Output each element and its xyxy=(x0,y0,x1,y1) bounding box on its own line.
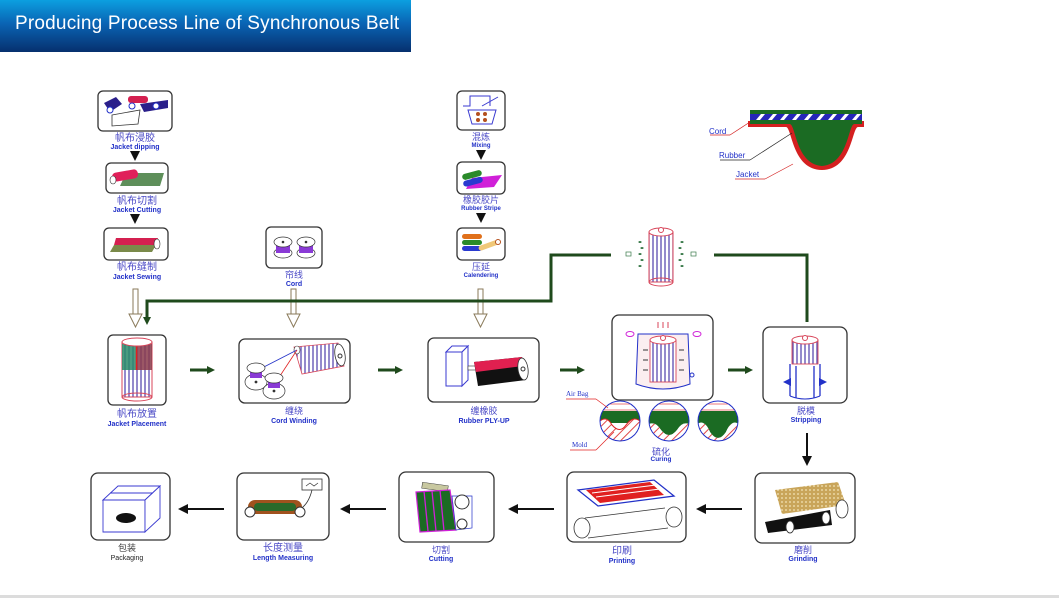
step-rubber-stripe: 橡胶胶片 Rubber Stripe xyxy=(456,161,506,212)
step-cutting: 切割 Cutting xyxy=(398,471,495,563)
step-jacket-dipping: 帆布浸胶 Jacket dipping xyxy=(97,90,173,151)
cord-cn-label: 帘线 xyxy=(285,269,303,281)
cutting-en-label: Cutting xyxy=(429,556,454,563)
step-jacket-cutting: 帆布切割 Jacket Cutting xyxy=(105,162,169,214)
step-length-measuring: 长度测量 Length Measuring xyxy=(236,472,330,562)
curing-en-label: Curing xyxy=(651,456,672,463)
feed-arrow-cord xyxy=(286,288,301,329)
jacket-placement-icon xyxy=(121,337,153,402)
step-cord: 帘线 Cord xyxy=(265,226,323,288)
step-rubber-plyup: 缠橡胶 Rubber PLY-UP xyxy=(427,337,540,425)
return-flow-line-right xyxy=(714,253,809,322)
curing-detail-circle-3 xyxy=(697,400,739,442)
jacket-sewing-icon xyxy=(110,238,161,252)
cord-part-label: Cord xyxy=(709,127,726,136)
rubber-plyup-cn-label: 缠橡胶 xyxy=(470,405,497,417)
cord-winding-cn-label: 缠绕 xyxy=(285,405,303,417)
length-measuring-en-label: Length Measuring xyxy=(253,555,313,562)
printing-en-label: Printing xyxy=(609,558,635,565)
printing-cn-label: 印刷 xyxy=(612,545,632,557)
jacket-dipping-cn-label: 帆布浸胶 xyxy=(115,131,155,144)
jacket-dipping-en-label: Jacket dipping xyxy=(110,144,159,151)
jacket-cutting-en-label: Jacket Cutting xyxy=(113,207,161,214)
curing-detail: Air Bag Mold xyxy=(566,390,739,451)
step-jacket-sewing: 帆布缝制 Jacket Sewing xyxy=(103,227,169,281)
grinding-en-label: Grinding xyxy=(788,556,817,563)
length-measuring-icon xyxy=(244,478,323,518)
jacket-placement-en-label: Jacket Placement xyxy=(108,421,167,428)
cutting-icon xyxy=(415,481,473,533)
step-printing: 印刷 Printing xyxy=(566,471,687,565)
length-measuring-cn-label: 长度测量 xyxy=(263,541,303,554)
grinding-icon xyxy=(765,482,849,534)
rubber-part-label: Rubber xyxy=(719,151,746,160)
mandrel-return-icon xyxy=(625,227,697,287)
jacket-sewing-cn-label: 帆布缝制 xyxy=(117,260,157,273)
printing-icon xyxy=(573,479,683,539)
packaging-cn-label: 包装 xyxy=(118,542,136,554)
rubber-stripe-en-label: Rubber Stripe xyxy=(461,206,501,212)
step-grinding: 磨削 Grinding xyxy=(754,472,856,563)
curing-cn-label: 硫化 xyxy=(652,446,670,458)
packaging-en-label: Packaging xyxy=(111,555,144,562)
feed-arrow-rubber xyxy=(473,288,488,329)
step-curing xyxy=(611,314,714,401)
stripping-cn-label: 脱模 xyxy=(797,405,815,417)
mixing-machine-icon xyxy=(463,95,499,125)
step-packaging: 包装 Packaging xyxy=(90,472,171,562)
air-bag-label: Air Bag xyxy=(566,390,589,398)
mold-label: Mold xyxy=(572,441,588,449)
return-flow-line xyxy=(143,253,611,325)
jacket-dipping-icon xyxy=(104,96,168,127)
belt-cross-section: Cord Rubber Jacket xyxy=(709,110,864,180)
calendering-rollers-icon xyxy=(462,234,501,251)
step-calendering: 压延 Calendering xyxy=(456,227,506,279)
mixing-en-label: Mixing xyxy=(472,143,491,149)
stripping-icon xyxy=(783,335,827,400)
rubber-stripe-cn-label: 橡胶胶片 xyxy=(463,194,499,206)
feed-arrow-jacket xyxy=(128,288,143,329)
page-title: Producing Process Line of Synchronous Be… xyxy=(0,0,411,52)
mixing-cn-label: 混炼 xyxy=(472,131,490,143)
cord-winding-icon xyxy=(244,342,346,400)
rubber-plyup-en-label: Rubber PLY-UP xyxy=(458,418,509,425)
rubber-stripe-icon xyxy=(462,170,502,189)
jacket-cutting-cn-label: 帆布切割 xyxy=(117,194,157,207)
step-cord-winding: 缠绕 Cord Winding xyxy=(238,338,351,425)
footer-divider xyxy=(0,595,1059,598)
cord-spools-icon xyxy=(273,236,316,259)
stripping-en-label: Stripping xyxy=(791,417,822,424)
step-jacket-placement: 帆布放置 Jacket Placement xyxy=(107,334,167,428)
cord-en-label: Cord xyxy=(286,281,302,288)
step-mixing: 混炼 Mixing xyxy=(456,90,506,149)
cutting-cn-label: 切割 xyxy=(432,544,450,556)
curing-detail-circle-2 xyxy=(648,400,690,442)
cord-winding-en-label: Cord Winding xyxy=(271,418,317,425)
calendering-cn-label: 压延 xyxy=(472,261,490,273)
calendering-en-label: Calendering xyxy=(464,273,499,279)
autoclave-icon xyxy=(625,322,702,390)
grinding-cn-label: 磨削 xyxy=(794,544,812,556)
packaging-box-icon xyxy=(101,484,162,534)
jacket-cutting-icon xyxy=(109,169,164,186)
jacket-sewing-en-label: Jacket Sewing xyxy=(113,274,161,281)
step-stripping: 脱模 Stripping xyxy=(762,326,848,424)
jacket-part-label: Jacket xyxy=(736,170,760,179)
rubber-plyup-icon xyxy=(444,344,529,388)
jacket-placement-cn-label: 帆布放置 xyxy=(117,407,157,420)
